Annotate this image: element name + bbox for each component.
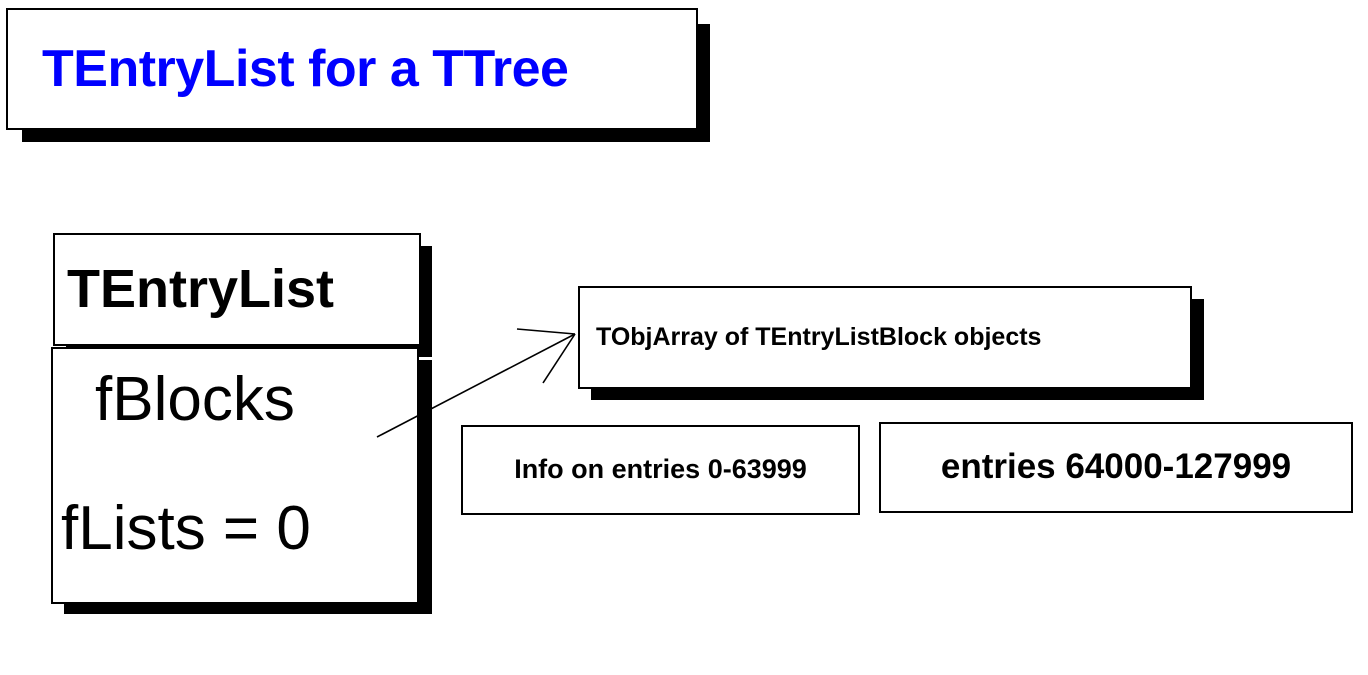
entrylist-header-box: TEntryList bbox=[53, 233, 421, 346]
title-box: TEntryList for a TTree bbox=[6, 8, 698, 130]
entrylistblock-label-1: entries 64000-127999 bbox=[940, 447, 1292, 487]
tobjarray-box: TObjArray of TEntryListBlock objects bbox=[578, 286, 1192, 389]
entrylist-body-box: fBlocks fLists = 0 bbox=[51, 347, 419, 604]
entrylistblock-box-0: Info on entries 0-63999 bbox=[461, 425, 860, 515]
entrylistblock-box-1: entries 64000-127999 bbox=[879, 422, 1353, 513]
entrylist-class-name: TEntryList bbox=[67, 259, 335, 320]
entrylistblock-label-0: Info on entries 0-63999 bbox=[514, 454, 807, 485]
tobjarray-label: TObjArray of TEntryListBlock objects bbox=[596, 322, 1042, 351]
entrylist-field-flists: fLists = 0 bbox=[61, 494, 311, 563]
page-title: TEntryList for a TTree bbox=[42, 39, 569, 98]
entrylist-field-fblocks: fBlocks bbox=[95, 365, 295, 434]
